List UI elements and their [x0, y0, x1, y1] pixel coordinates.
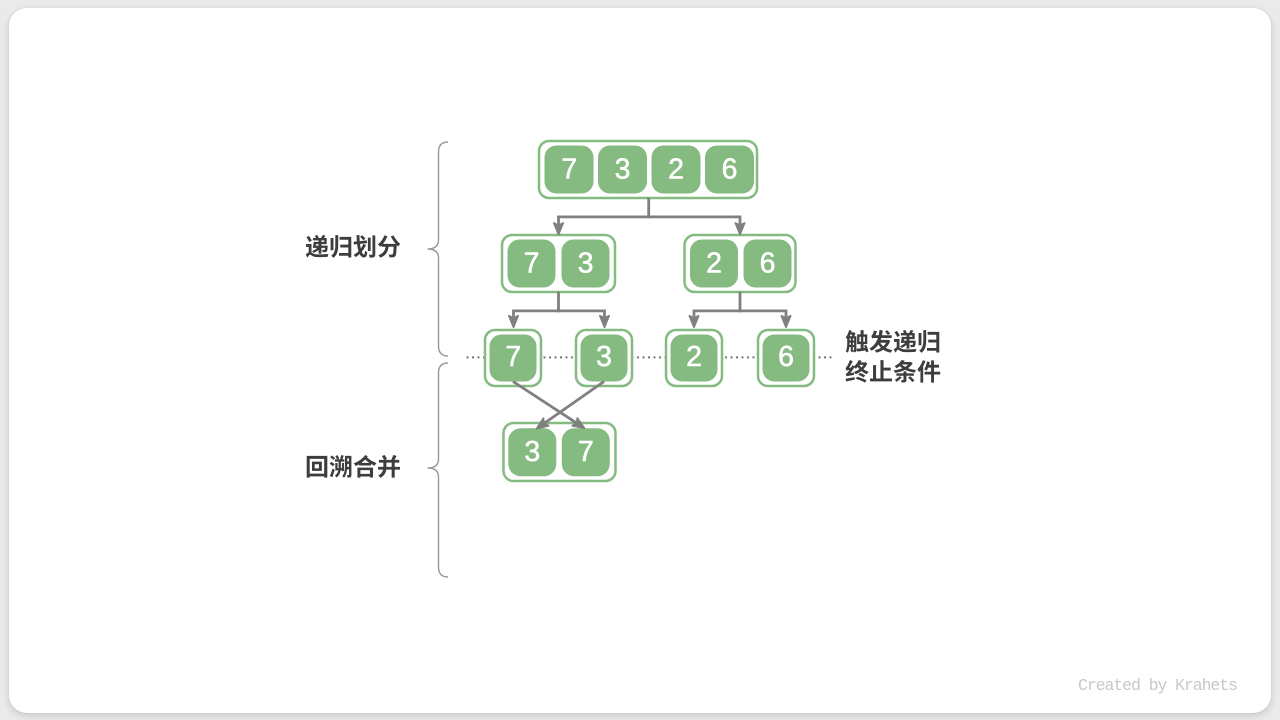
- svg-text:7: 7: [524, 247, 540, 279]
- svg-text:3: 3: [578, 247, 594, 279]
- svg-text:2: 2: [706, 247, 722, 279]
- svg-text:6: 6: [722, 153, 738, 185]
- svg-text:7: 7: [578, 436, 594, 468]
- svg-text:2: 2: [686, 341, 702, 373]
- svg-text:6: 6: [778, 341, 794, 373]
- svg-text:Created by Krahets: Created by Krahets: [1078, 676, 1238, 695]
- svg-text:3: 3: [524, 436, 540, 468]
- svg-text:3: 3: [615, 153, 631, 185]
- svg-text:3: 3: [596, 341, 612, 373]
- svg-text:7: 7: [505, 341, 521, 373]
- svg-text:6: 6: [760, 247, 776, 279]
- svg-text:7: 7: [561, 153, 577, 185]
- svg-text:2: 2: [668, 153, 684, 185]
